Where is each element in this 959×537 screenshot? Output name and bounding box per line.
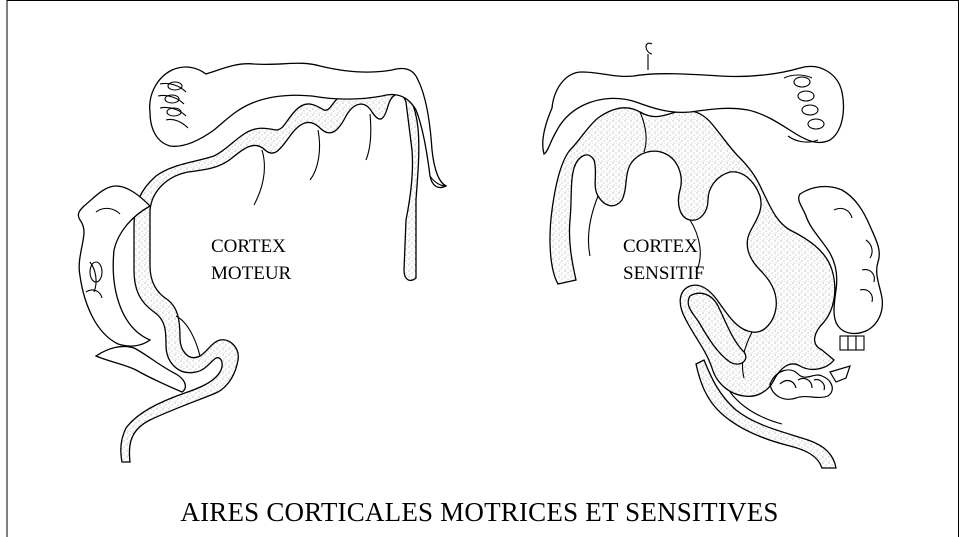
sensory-cortex-label-line2: SENSITIF xyxy=(623,263,704,285)
sensory-homunculus-teeth xyxy=(840,336,864,350)
sensory-cortex-drawing xyxy=(543,43,883,468)
figure-caption: AIRES CORTICALES MOTRICES ET SENSITIVES xyxy=(0,496,959,528)
sensory-homunculus-tongue xyxy=(770,366,850,399)
motor-cortex-label-line1: CORTEX xyxy=(211,236,286,258)
motor-cortex-label-line2: MOTEUR xyxy=(211,263,291,285)
sensory-cortex-label-line1: CORTEX xyxy=(623,236,698,258)
